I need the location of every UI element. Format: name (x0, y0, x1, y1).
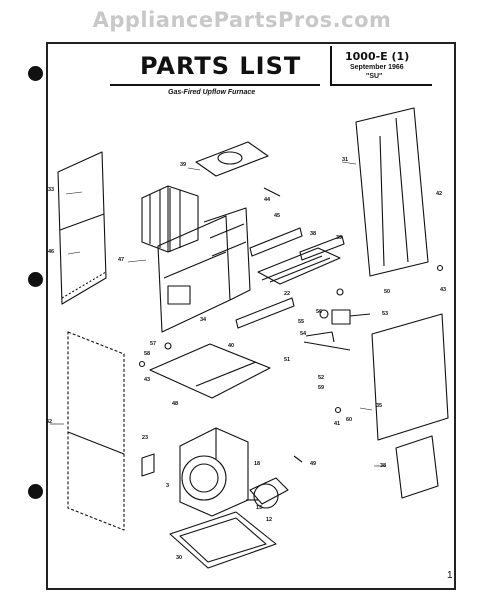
callout-label: 40 (228, 343, 235, 349)
callout-label: 55 (298, 319, 305, 325)
callout-label: 53 (382, 311, 389, 317)
callout-label: 59 (318, 385, 325, 391)
fitting-4 (334, 406, 342, 414)
callout-label: 43 (440, 287, 447, 293)
callout-label: 48 (172, 401, 179, 407)
callout-label: 18 (254, 461, 261, 467)
blower-motor (246, 477, 289, 509)
page-frame (46, 42, 456, 590)
punch-hole-bottom (28, 484, 43, 499)
callout-label: 60 (346, 417, 353, 423)
rail-lower (235, 297, 295, 329)
page-title: PARTS LIST (140, 52, 302, 80)
callout-label: 23 (142, 435, 149, 441)
blower-housing (179, 427, 249, 517)
screw (293, 455, 303, 463)
doc-model: "SU" (366, 73, 383, 80)
callout-label: 57 (150, 341, 157, 347)
callout-label: 47 (118, 257, 125, 263)
callout-label: 38 (380, 463, 387, 469)
heat-exchanger (141, 185, 199, 253)
vent-collar (195, 141, 269, 177)
callout-label: 46 (48, 249, 55, 255)
base-plate (149, 343, 271, 399)
callout-label: 38 (310, 231, 317, 237)
callout-label: 32 (46, 419, 53, 425)
callout-label: 39 (336, 235, 343, 241)
doc-date: September 1966 (350, 64, 404, 71)
center-panel (157, 207, 251, 333)
callout-label: 12 (266, 517, 273, 523)
callout-label: 50 (384, 289, 391, 295)
gas-valve-assembly (303, 288, 371, 351)
bracket (263, 187, 281, 197)
air-filter (169, 511, 277, 569)
callout-label: 13 (256, 505, 263, 511)
punch-hole-middle (28, 272, 43, 287)
callout-label: 44 (264, 197, 271, 203)
callout-label: 34 (200, 317, 207, 323)
callout-label: 49 (310, 461, 317, 467)
lower-cabinet-frame (67, 331, 125, 531)
callout-label: 42 (436, 191, 443, 197)
fitting-2 (138, 360, 146, 368)
callout-label: 30 (176, 555, 183, 561)
callout-label: 43 (144, 377, 151, 383)
callout-label: 54 (300, 331, 307, 337)
callout-label: 22 (284, 291, 291, 297)
burner-tray (257, 247, 341, 285)
callout-label: 31 (342, 157, 349, 163)
lower-access-panel (371, 313, 449, 499)
watermark: AppliancePartsPros.com (92, 8, 392, 32)
callout-label: 41 (334, 421, 341, 427)
fitting-3 (436, 264, 444, 272)
left-side-panel (57, 151, 107, 305)
door-clip (141, 453, 155, 477)
callout-label: 56 (316, 309, 323, 315)
callout-label: 45 (274, 213, 281, 219)
callout-label: 33 (48, 187, 55, 193)
callout-label: 52 (318, 375, 325, 381)
doc-id: 1000-E (1) (345, 50, 410, 63)
punch-hole-top (28, 66, 43, 81)
rail-middle (299, 235, 345, 261)
doc-id-box (330, 46, 432, 86)
title-rule (110, 84, 320, 86)
rail-upper (249, 227, 303, 257)
callout-label: 51 (284, 357, 291, 363)
callout-label: 35 (376, 403, 383, 409)
right-side-panel (355, 107, 429, 277)
callout-label: 58 (144, 351, 151, 357)
fitting (164, 342, 172, 350)
callout-label: 3 (166, 483, 170, 489)
page-subtitle: Gas-Fired Upflow Furnace (168, 89, 256, 96)
callout-label: 39 (180, 162, 187, 168)
page-number: 1 (447, 570, 453, 581)
